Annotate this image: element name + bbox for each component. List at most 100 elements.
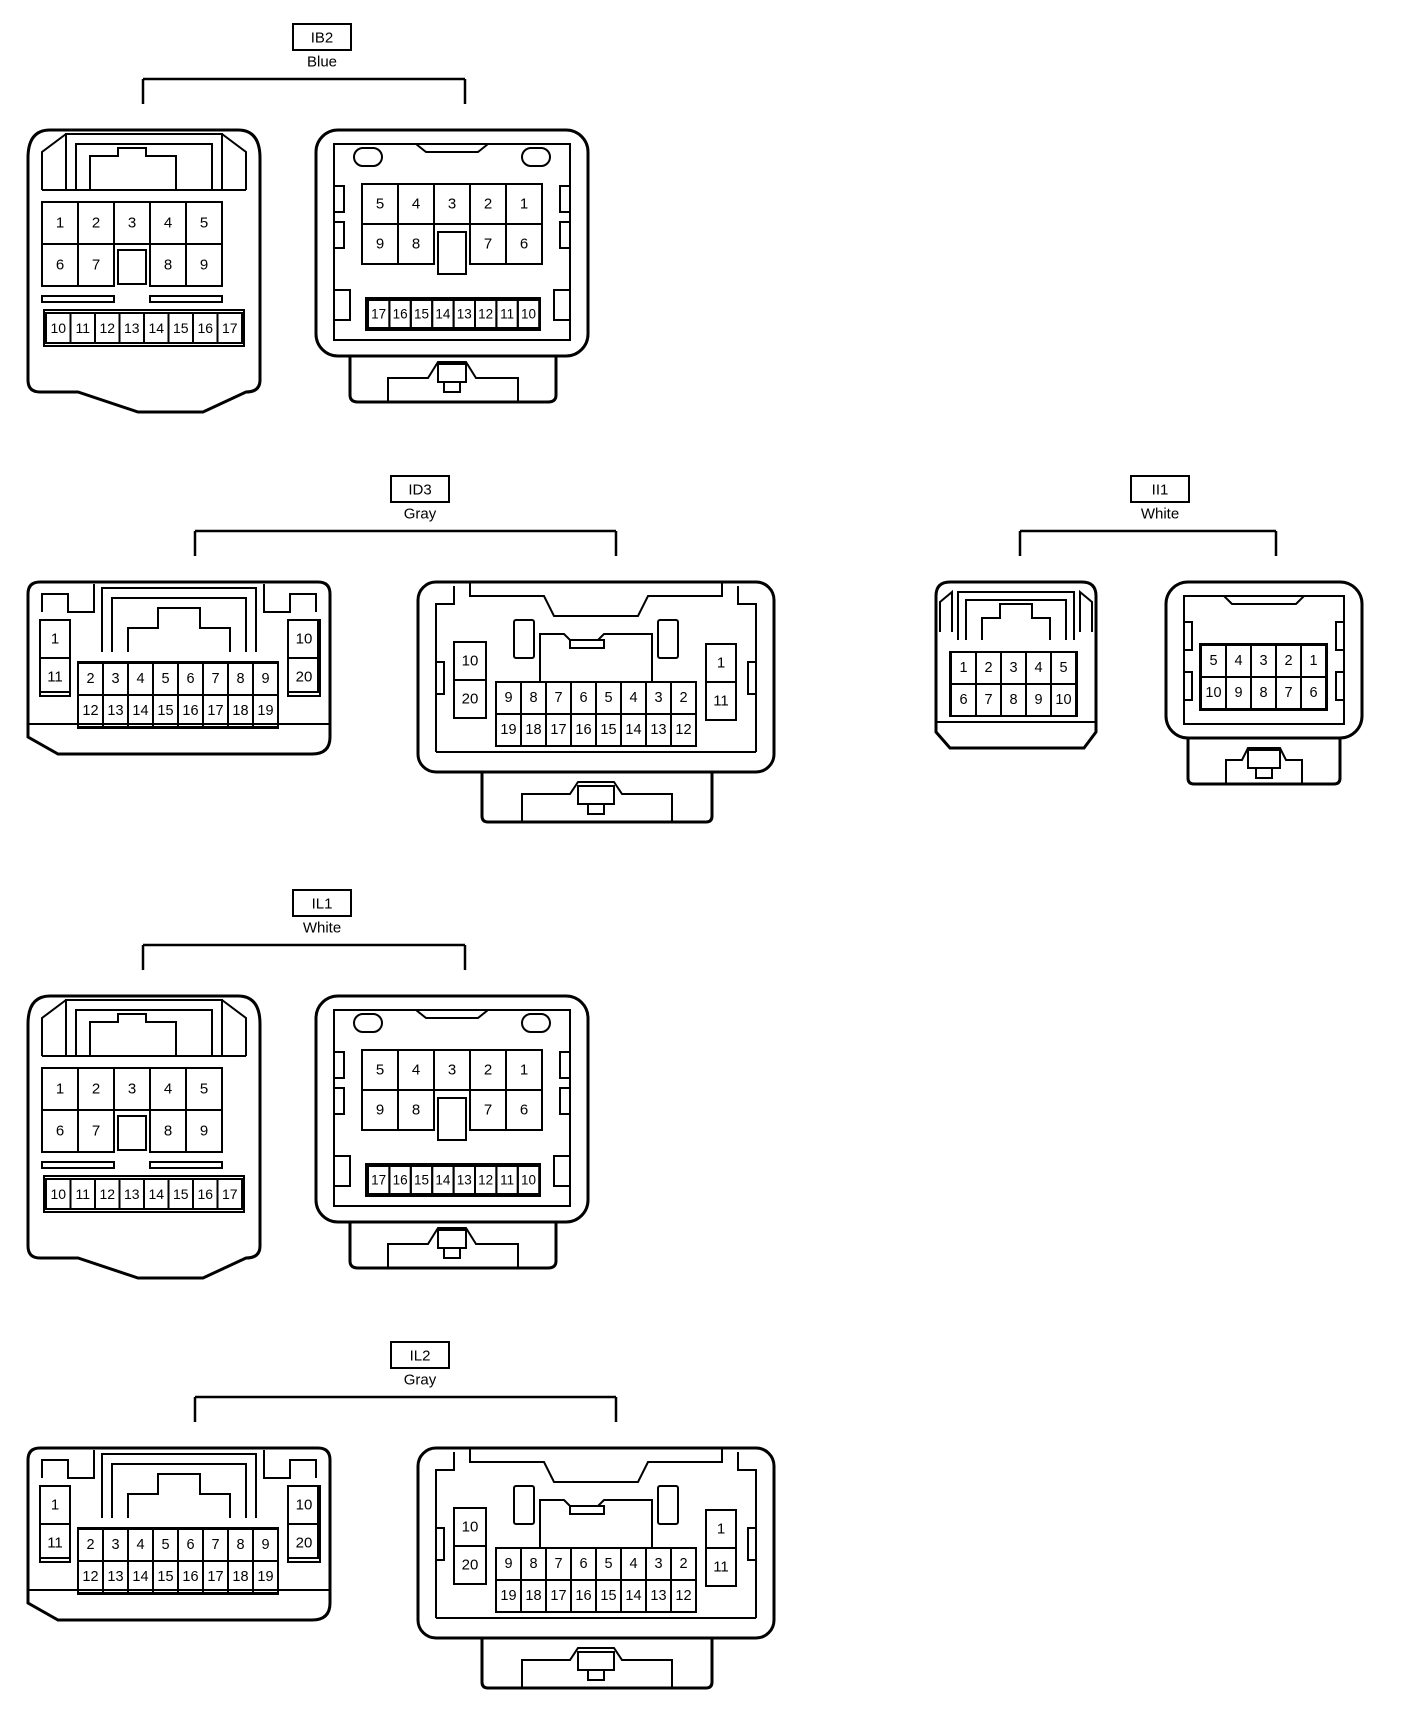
pin-number: 2 <box>92 1081 100 1098</box>
connector-code: II1 <box>1152 482 1169 499</box>
pin-cell <box>705 681 737 721</box>
latch-detail <box>387 361 519 402</box>
pin-cell <box>516 1165 541 1195</box>
pin-cell <box>397 223 435 265</box>
pin-number: 15 <box>157 1569 173 1585</box>
pin-number: 6 <box>959 692 967 708</box>
mounting-slot <box>521 147 551 167</box>
pin-number: 13 <box>124 1186 140 1202</box>
housing-detail <box>221 133 247 190</box>
mounting-slot <box>521 1013 551 1033</box>
pin-cell <box>77 243 115 287</box>
connector-color: White <box>1141 506 1179 523</box>
pin-number: 20 <box>296 669 313 686</box>
pin-number: 13 <box>107 1569 123 1585</box>
pin-number: 6 <box>56 1123 64 1140</box>
pin-number: 20 <box>296 1535 313 1552</box>
pin-cell <box>252 694 279 728</box>
guide-slot <box>513 619 535 659</box>
pin-cell <box>252 1560 279 1594</box>
pin-number: 14 <box>435 307 451 322</box>
latch-frame <box>101 587 257 652</box>
pin-number: 17 <box>371 1173 386 1188</box>
pin-number: 6 <box>186 671 194 687</box>
latch-detail <box>1225 747 1303 784</box>
pin-number: 6 <box>1309 685 1317 701</box>
pin-number: 5 <box>1209 653 1217 669</box>
pin-number: 2 <box>679 690 687 706</box>
pin-number: 16 <box>393 307 408 322</box>
pin-number: 12 <box>478 307 493 322</box>
latch-tab <box>577 785 615 805</box>
divider-bar <box>41 1161 115 1169</box>
latch-tab <box>127 607 231 652</box>
housing-outline <box>314 128 590 358</box>
pin-number: 10 <box>1055 692 1071 708</box>
pin-number: 1 <box>51 1497 59 1514</box>
mounting-slot <box>353 1013 383 1033</box>
pin-number: 9 <box>376 236 384 253</box>
pin-number: 7 <box>484 236 492 253</box>
key-slot <box>437 231 467 275</box>
pin-cell <box>705 1547 737 1587</box>
pin-number: 11 <box>713 1559 729 1576</box>
center-hood <box>539 633 653 682</box>
pin-number: 14 <box>148 320 164 336</box>
latch-tab <box>1247 749 1281 769</box>
latch-tab <box>437 1229 467 1249</box>
pin-cell <box>453 679 487 719</box>
divider-bar <box>149 295 223 303</box>
pin-number: 10 <box>521 307 536 322</box>
pin-number: 4 <box>136 671 144 687</box>
latch-tab <box>587 1669 605 1681</box>
pin-number: 9 <box>200 257 208 274</box>
pin-number: 16 <box>393 1173 408 1188</box>
pin-number: 17 <box>207 703 223 719</box>
side-rib <box>333 221 345 249</box>
pin-number: 2 <box>484 1062 492 1079</box>
pin-number: 3 <box>654 1556 662 1572</box>
connector-code-box <box>1130 475 1190 503</box>
pin-number: 1 <box>56 1081 64 1098</box>
pin-cell <box>505 223 543 265</box>
connector-code: IL2 <box>410 1348 431 1365</box>
pin-cell <box>77 1109 115 1153</box>
pin-number: 2 <box>92 215 100 232</box>
pin-number: 10 <box>462 653 479 670</box>
housing-detail <box>939 589 1093 632</box>
pin-number: 5 <box>200 1081 208 1098</box>
pin-number: 4 <box>412 196 420 213</box>
side-rib <box>1335 621 1345 651</box>
pin-number: 15 <box>600 722 616 738</box>
connector-color: Blue <box>307 54 337 71</box>
pin-number: 6 <box>579 690 587 706</box>
pin-number: 2 <box>679 1556 687 1572</box>
pin-number: 7 <box>554 690 562 706</box>
pin-number: 19 <box>500 722 516 738</box>
latch-tab <box>89 147 177 190</box>
pin-number: 7 <box>211 1537 219 1553</box>
latch-outline <box>1186 738 1342 786</box>
pin-number: 5 <box>200 215 208 232</box>
pin-number: 13 <box>650 722 666 738</box>
pin-number: 8 <box>236 671 244 687</box>
key-slot <box>117 249 147 285</box>
connector-code: IB2 <box>311 30 334 47</box>
pin-number: 7 <box>211 671 219 687</box>
latch-outline <box>480 1638 714 1690</box>
pin-number: 11 <box>75 320 90 336</box>
mounting-slot <box>353 147 383 167</box>
side-rib <box>747 661 757 695</box>
pin-cell <box>287 1523 321 1563</box>
housing-detail <box>263 1450 317 1479</box>
pin-number: 4 <box>136 1537 144 1553</box>
pin-number: 7 <box>554 1556 562 1572</box>
pin-cell <box>516 299 541 329</box>
center-hood <box>539 1499 653 1548</box>
